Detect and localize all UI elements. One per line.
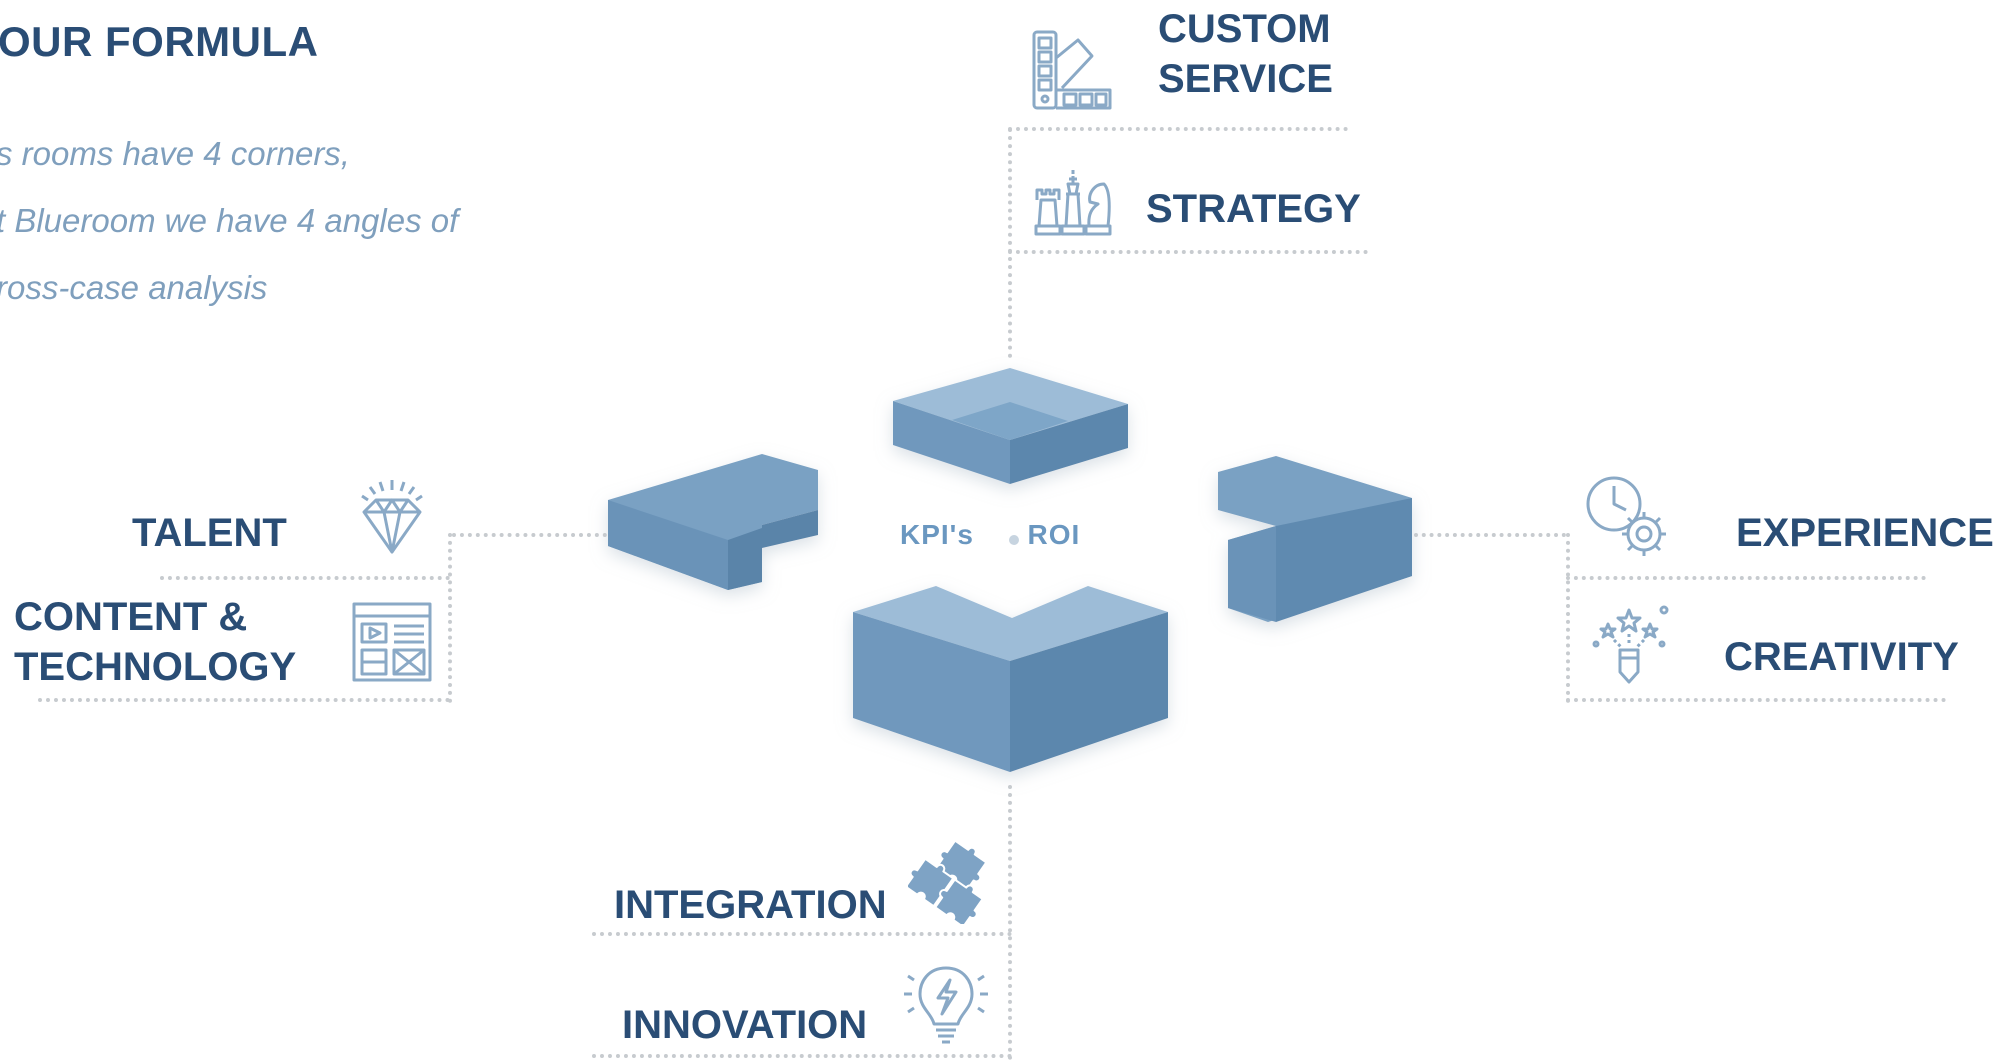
block-top (893, 368, 1128, 484)
intro-line-3: ross-case analysis (0, 269, 268, 306)
diamond-icon (350, 476, 434, 560)
custom-service-label: CUSTOM SERVICE (1158, 4, 1333, 104)
strategy-underline (1008, 250, 1368, 254)
content-technology-line-2: TECHNOLOGY (14, 645, 297, 689)
web-layout-icon (350, 600, 434, 684)
kpi-text: KPI's (900, 519, 974, 550)
experience-label: EXPERIENCE (1736, 511, 1994, 555)
block-bottom (853, 586, 1168, 772)
chess-pieces-icon (1028, 154, 1112, 238)
content-technology-line-1: CONTENT & (14, 595, 248, 639)
integration-label: INTEGRATION (614, 883, 887, 927)
clock-gear-icon (1584, 474, 1674, 564)
strategy-label: STRATEGY (1146, 187, 1361, 231)
left-vertical-connector (448, 533, 452, 703)
right-connector (1414, 533, 1566, 537)
talent-label: TALENT (132, 511, 287, 555)
content-technology-label: CONTENT & TECHNOLOGY (14, 592, 296, 692)
innovation-label: INNOVATION (622, 1003, 868, 1047)
creativity-label: CREATIVITY (1724, 635, 1959, 679)
puzzle-icon (908, 836, 996, 924)
intro-line-1: s rooms have 4 corners, (0, 135, 350, 172)
block-right (1218, 456, 1412, 622)
lightbulb-icon (900, 956, 992, 1048)
right-vertical-connector (1566, 533, 1570, 703)
custom-underline (1008, 127, 1348, 131)
firework-pencil-icon (1586, 600, 1672, 686)
left-connector (452, 533, 607, 537)
integration-underline (592, 932, 1012, 936)
experience-underline (1566, 576, 1926, 580)
top-vertical-connector (1008, 128, 1012, 358)
color-swatch-icon (1030, 28, 1114, 112)
intro-line-2: t Blueroom we have 4 angles of (0, 202, 459, 239)
page-title: OUR FORMULA (0, 18, 319, 65)
intro-text: s rooms have 4 corners, t Blueroom we ha… (0, 120, 556, 321)
innovation-underline (592, 1054, 1012, 1058)
block-left (608, 454, 818, 590)
kpi-roi-label: KPI's ROI (900, 519, 1080, 551)
talent-underline (160, 576, 450, 580)
creativity-underline (1566, 698, 1946, 702)
bottom-vertical-connector (1008, 785, 1012, 1060)
center-dot (1009, 535, 1019, 545)
custom-service-line-2: SERVICE (1158, 57, 1333, 101)
roi-text: ROI (1027, 519, 1081, 550)
content-underline (38, 698, 450, 702)
custom-service-line-1: CUSTOM (1158, 7, 1331, 51)
